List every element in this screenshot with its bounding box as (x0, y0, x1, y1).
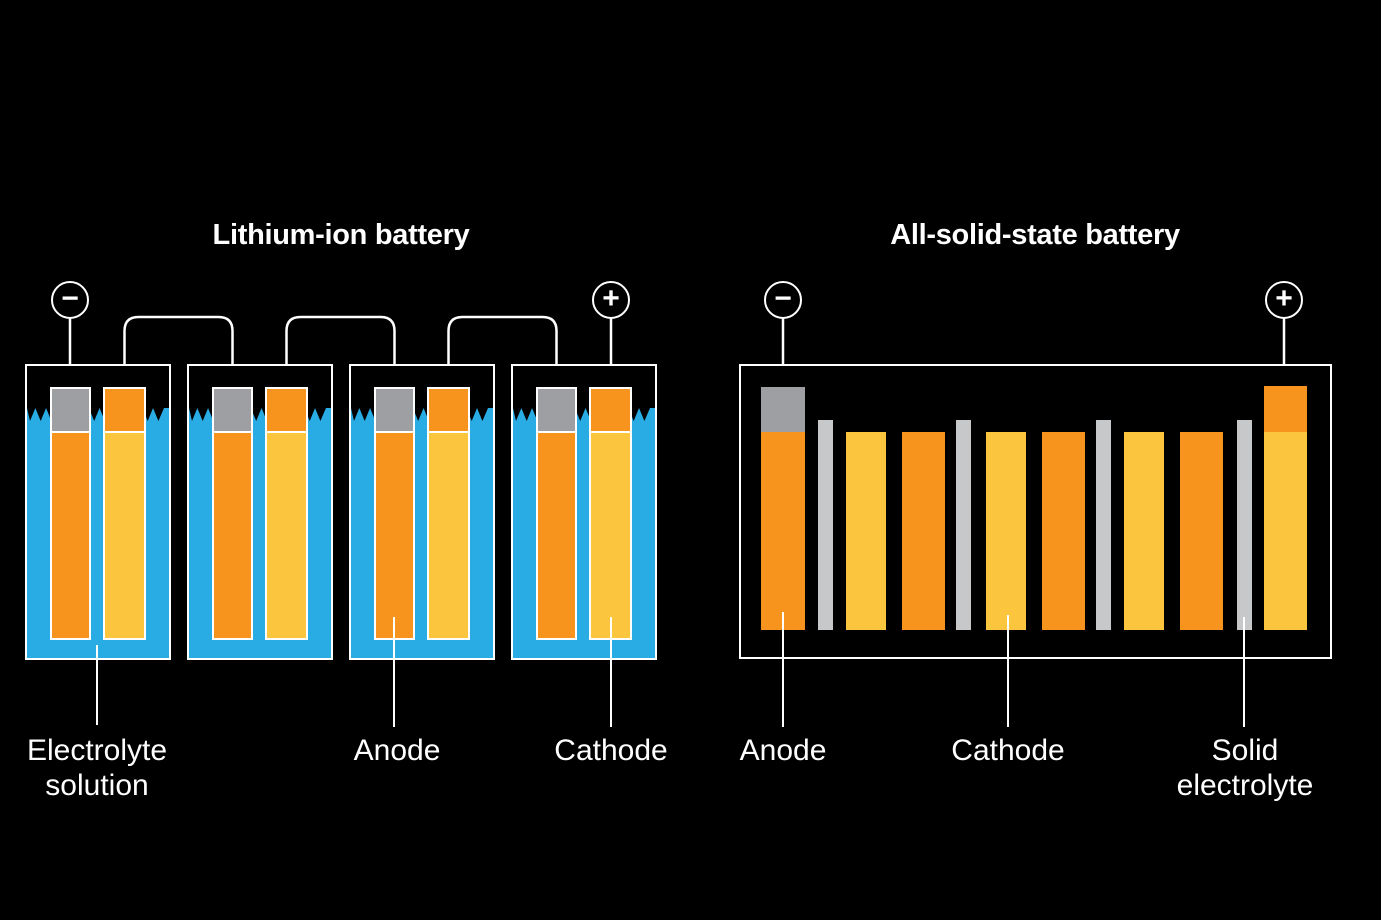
wire-cell3-to-cell4 (447, 315, 558, 389)
ssb-cathode-terminal-cap (1264, 386, 1307, 432)
minus-icon: − (774, 281, 792, 315)
li-ion-cell-3 (349, 364, 495, 660)
label-electrolyte-solution: Electrolyte solution (27, 733, 167, 803)
label-cathode-right: Cathode (951, 734, 1065, 767)
negative-terminal-right: − (764, 281, 802, 319)
plus-icon: + (1275, 281, 1293, 315)
ssb-cathode-end (1264, 432, 1307, 630)
wire-cell2-to-cell3 (285, 315, 396, 389)
ssb-solid-electrolyte-1 (818, 420, 833, 630)
ssb-anode-layer-3 (1180, 432, 1223, 630)
label-cathode-left: Cathode (554, 734, 668, 767)
label-line: Solid (1211, 734, 1279, 767)
solid-state-container (739, 364, 1332, 659)
li-ion-cell-2 (187, 364, 333, 660)
right-panel-title: All-solid-state battery (890, 219, 1180, 251)
label-line: Electrolyte (26, 734, 168, 767)
ssb-anode-end (761, 432, 805, 630)
negative-terminal-left: − (51, 281, 89, 319)
ssb-anode-layer-2 (1042, 432, 1085, 630)
ssb-cathode-layer-3 (1124, 432, 1164, 630)
ssb-solid-electrolyte-2 (956, 420, 971, 630)
label-anode-left: Anode (353, 734, 441, 767)
ssb-anode-layer-1 (902, 432, 945, 630)
left-panel-title: Lithium-ion battery (212, 219, 470, 251)
positive-terminal-right: + (1265, 281, 1303, 319)
ssb-cathode-layer-2 (986, 432, 1026, 630)
minus-icon: − (61, 281, 79, 315)
label-line: electrolyte (1176, 769, 1314, 802)
ssb-solid-electrolyte-3 (1096, 420, 1111, 630)
li-ion-cell-1 (25, 364, 171, 660)
label-line: solution (45, 769, 149, 802)
wire-cell1-to-cell2 (123, 315, 234, 389)
label-solid-electrolyte: Solid electrolyte (1177, 733, 1314, 803)
label-anode-right: Anode (739, 734, 827, 767)
li-ion-cell-4 (511, 364, 657, 660)
ssb-anode-collector-cap (761, 387, 805, 432)
plus-icon: + (602, 281, 620, 315)
ssb-solid-electrolyte-4 (1237, 420, 1252, 630)
ssb-cathode-layer-1 (846, 432, 886, 630)
positive-terminal-left: + (592, 281, 630, 319)
